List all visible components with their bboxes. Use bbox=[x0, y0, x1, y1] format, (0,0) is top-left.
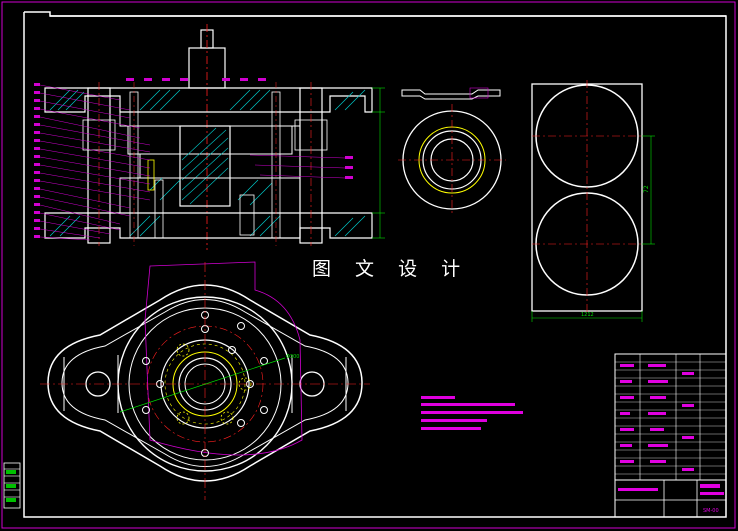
section-view bbox=[34, 24, 385, 250]
technical-notes bbox=[421, 396, 523, 430]
drawing-title: 图 文 设 计 bbox=[312, 258, 470, 280]
top-view: Φ300 bbox=[40, 261, 370, 500]
drawing-number: SM-00 bbox=[703, 508, 719, 514]
binding-strip bbox=[3, 462, 21, 509]
top-view-diameter-dimension: Φ300 bbox=[286, 354, 299, 360]
title-block: SM-00 bbox=[614, 353, 727, 518]
strip-width-dimension: 1212 bbox=[581, 312, 594, 318]
strip-layout-view: 72 1212 bbox=[531, 80, 655, 322]
blank-part-view bbox=[398, 87, 506, 216]
strip-pitch-dimension: 72 bbox=[643, 185, 650, 193]
